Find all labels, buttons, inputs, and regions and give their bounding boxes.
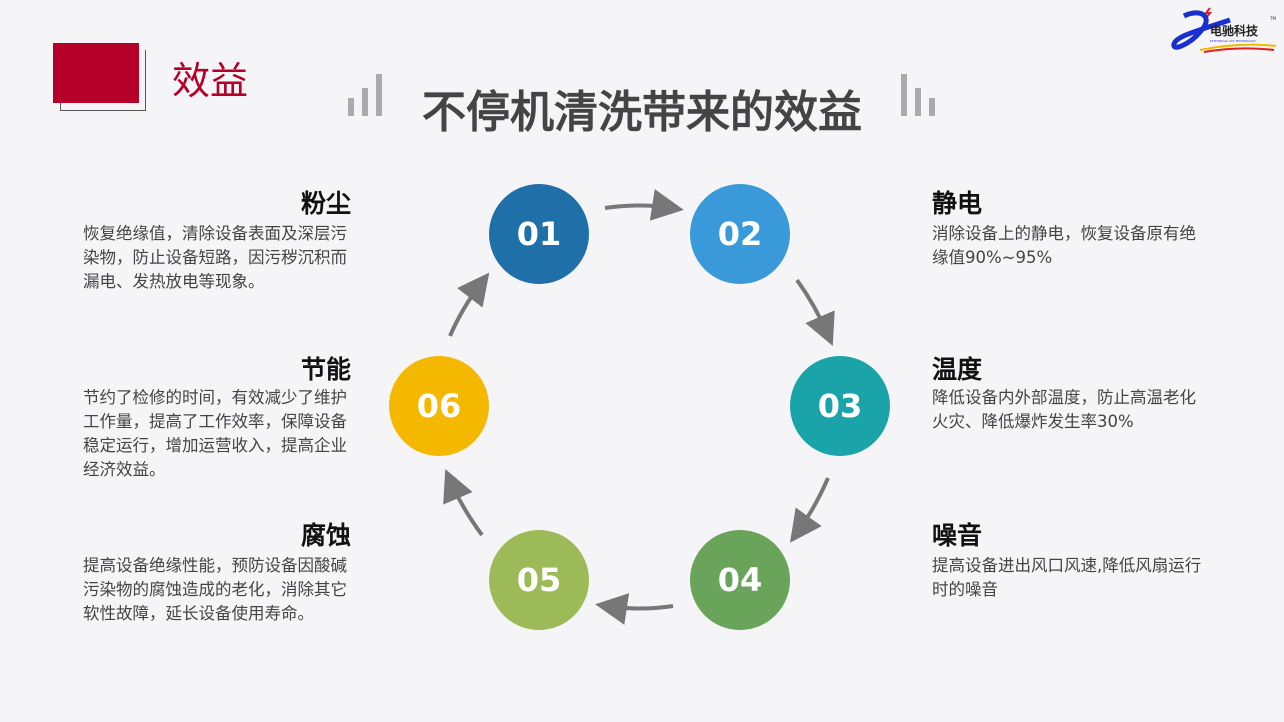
section-marker-shadow-edge	[60, 103, 61, 111]
arrow-05-06	[443, 468, 484, 537]
section-label: 效益	[172, 59, 249, 103]
step-desc-temperature: 降低设备内外部温度，防止高温老化火灾、降低爆炸发生率30%	[932, 388, 1196, 431]
title-deco-bar	[362, 88, 368, 116]
arrow-04-05	[595, 593, 674, 625]
step-desc-corrosion: 提高设备绝缘性能，预防设备因酸碱污染物的腐蚀造成的老化，消除其它软性故障，延长设…	[83, 556, 347, 623]
title-deco-bar	[901, 74, 907, 116]
step-title-corrosion: 腐蚀	[300, 521, 351, 550]
step-title-noise: 噪音	[932, 521, 983, 550]
page-title: 不停机清洗带来的效益	[422, 87, 862, 138]
step-circle-04: 04	[690, 530, 790, 630]
step-circle-02: 02	[690, 184, 790, 284]
section-marker	[53, 43, 139, 103]
step-desc-energy: 节约了检修的时间，有效减少了维护工作量，提高了工作效率，保障设备稳定运行，增加运…	[83, 388, 347, 479]
logo-text: 电驰科技	[1210, 23, 1259, 38]
step-circle-05: 05	[489, 530, 589, 630]
logo-subtext: ELECTRICAL CHI TECHNOLOGY	[1210, 39, 1256, 43]
company-logo: 电驰科技 ELECTRICAL CHI TECHNOLOGY TM	[1170, 2, 1280, 58]
step-title-static: 静电	[932, 189, 983, 218]
arrow-06-01	[448, 272, 490, 337]
step-title-energy: 节能	[300, 355, 351, 384]
title-deco-bar	[376, 74, 382, 116]
step-circle-03: 03	[790, 356, 890, 456]
step-desc-static: 消除设备上的静电，恢复设备原有绝缘值90%~95%	[932, 224, 1196, 267]
step-circle-01: 01	[489, 184, 589, 284]
arrow-03-04	[789, 477, 830, 543]
step-title-dust: 粉尘	[300, 189, 351, 218]
title-deco-bar	[915, 88, 921, 116]
step-circle-06: 06	[389, 356, 489, 456]
section-marker-shadow	[60, 50, 146, 111]
step-title-temperature: 温度	[932, 355, 983, 384]
title-deco-bar	[348, 98, 354, 116]
step-desc-dust: 恢复绝缘值，清除设备表面及深层污染物，防止设备短路，因污秽沉积而漏电、发热放电等…	[83, 224, 347, 291]
arrow-02-03	[795, 278, 835, 347]
step-desc-noise: 提高设备进出风口风速,降低风扇运行时的噪音	[932, 556, 1202, 599]
logo-tm: TM	[1269, 16, 1276, 21]
arrow-01-02	[604, 189, 684, 221]
title-deco-bar	[929, 98, 935, 116]
